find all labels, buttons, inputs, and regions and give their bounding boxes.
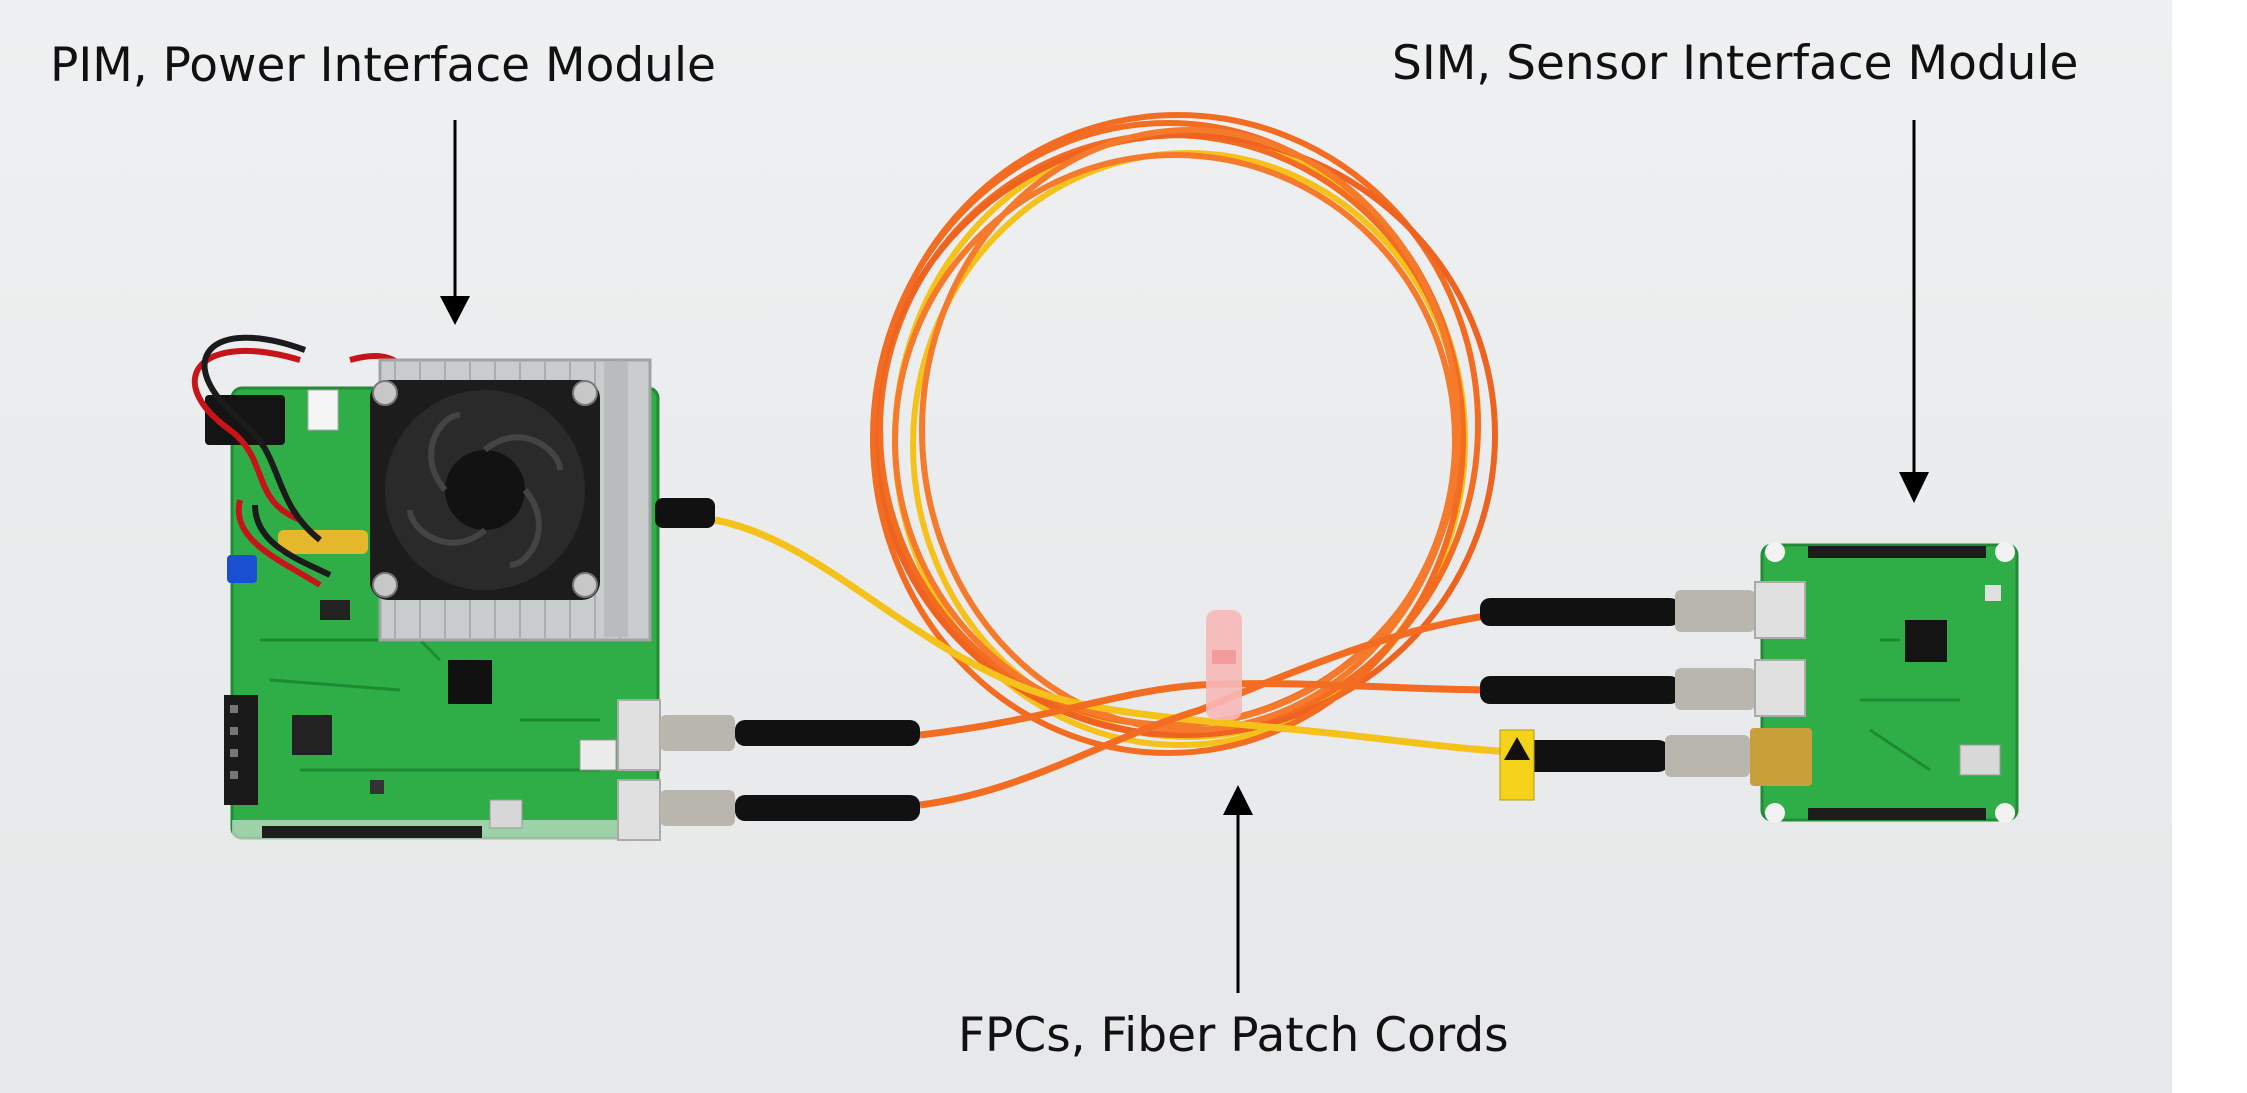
up-arrow-icon	[1223, 785, 1253, 993]
down-arrow-icon	[1899, 120, 1929, 503]
sim-fiber-connectors	[1480, 581, 1812, 801]
sim-board	[1760, 542, 2019, 823]
pim-fiber-connectors	[617, 498, 920, 841]
heatsink-fan	[370, 358, 652, 642]
fpc-label: FPCs, Fiber Patch Cords	[958, 1008, 1509, 1063]
down-arrow-icon	[440, 120, 470, 325]
fiber-coil	[870, 112, 1498, 756]
cooling-fan-icon	[385, 390, 585, 590]
laser-warning-icon	[1499, 729, 1535, 801]
pim-label: PIM, Power Interface Module	[50, 38, 716, 93]
fiber-leads	[714, 516, 1521, 809]
cable-tie	[1206, 610, 1242, 720]
sim-label: SIM, Sensor Interface Module	[1392, 36, 2079, 91]
